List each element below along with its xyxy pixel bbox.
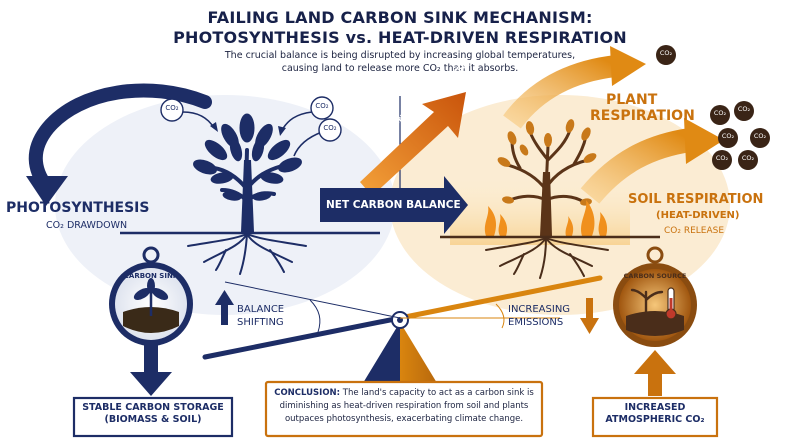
co2-label-right-1: CO₂: [659, 49, 673, 57]
co2-molecule-left-1: [160, 98, 184, 122]
sink-storage-arrowhead: [130, 372, 172, 396]
soil-respiration-arrow: [580, 128, 692, 204]
co2-label-right-7: CO₂: [741, 154, 755, 162]
co2-label-right-3: CO₂: [737, 105, 751, 113]
source-atmosphere-arrowhead: [634, 350, 676, 374]
photosynthesis-cycle-arrow: [28, 83, 212, 193]
increasing-emissions-label-2: EMISSIONS: [508, 317, 564, 328]
balance-up-arrowhead: [215, 290, 234, 305]
co2-label-left-3: CO₂: [323, 124, 337, 132]
co2-molecule-left-3: [318, 118, 342, 142]
carbon-sink-label: CARBON SINK: [123, 272, 179, 280]
emissions-down-arrow-shaft: [586, 298, 593, 320]
increasing-emissions-label-1: INCREASING: [508, 304, 571, 315]
co2-label-right-6: CO₂: [715, 154, 729, 162]
carbon-source-badge: [613, 246, 697, 347]
photosynthesis-cycle-arrowhead: [26, 176, 68, 206]
conclusion-line-3: outpaces photosynthesis, exacerbating cl…: [284, 414, 524, 424]
title-line-1: FAILING LAND CARBON SINK MECHANISM:: [207, 8, 593, 27]
balance-shifting-label-1: BALANCE: [237, 304, 285, 315]
source-atmosphere-arrow-shaft: [648, 372, 662, 396]
photosynthesis-heading: PHOTOSYNTHESIS: [6, 200, 150, 216]
conclusion-box: [264, 380, 544, 438]
conclusion-text-line-1: CONCLUSION: The land's capacity to act a…: [272, 388, 536, 398]
plant-respiration-arrow: [503, 55, 618, 129]
co2-drawdown-label: CO₂ DRAWDOWN: [46, 220, 128, 231]
co2-label-right-2: CO₂: [713, 109, 727, 117]
co2-release-label: CO₂ RELEASE: [664, 226, 725, 236]
balance-shifting-label-2: SHIFTING: [237, 317, 284, 328]
stable-storage-label: STABLE CARBON STORAGE (BIOMASS & SOIL): [76, 402, 230, 426]
emissions-down-arrowhead: [580, 318, 599, 334]
heat-flames-icon: [484, 200, 608, 236]
plant-respiration-heading-1: PLANT: [606, 92, 658, 108]
co2-label-left-1: CO₂: [165, 104, 179, 112]
co2-molecule-left-2: [310, 96, 334, 120]
healthy-tree-icon: [193, 113, 302, 234]
soil-respiration-arrowhead: [684, 118, 724, 164]
subtitle-line-2: causing land to release more CO₂ than it…: [281, 63, 519, 74]
plant-respiration-heading-2: RESPIRATION: [590, 108, 695, 124]
dying-leaves-icon: [497, 119, 597, 206]
sink-storage-arrow-shaft: [144, 345, 158, 375]
seesaw-balance: [202, 275, 603, 388]
dying-roots-icon: [485, 237, 609, 279]
balance-up-arrow-shaft: [221, 303, 228, 325]
soil-respiration-heading: SOIL RESPIRATION: [628, 192, 764, 207]
co2-label-left-2: CO₂: [315, 102, 329, 110]
co2-label-right-4: CO₂: [721, 132, 735, 140]
co2-inflow-arrow-low: [293, 131, 323, 157]
atmospheric-co2-label: INCREASED ATMOSPHERIC CO₂: [595, 402, 715, 426]
carbon-source-label: CARBON SOURCE: [623, 272, 687, 280]
conclusion-line-2: diminishing as heat-driven respiration f…: [279, 401, 529, 411]
subtitle-line-1: The crucial balance is being disrupted b…: [224, 50, 576, 61]
title-line-2: PHOTOSYNTHESIS vs. HEAT-DRIVEN RESPIRATI…: [173, 28, 627, 47]
plant-respiration-arrowhead: [610, 46, 646, 86]
co2-molecule-right-group: [656, 45, 770, 170]
co2-inflow-arrowhead-left: [210, 122, 218, 132]
atmospheric-co2-line-2: ATMOSPHERIC CO₂: [605, 413, 705, 425]
net-carbon-balance-arrow: [320, 176, 468, 234]
dying-tree-icon: [502, 128, 590, 238]
heat-driven-label: (HEAT-DRIVEN): [656, 210, 740, 221]
carbon-sink-badge: [109, 246, 193, 346]
net-carbon-balance-label: NET CARBON BALANCE: [326, 199, 461, 211]
left-glow: [55, 95, 395, 315]
co2-label-right-5: CO₂: [753, 132, 767, 140]
conclusion-line-1: The land's capacity to act as a carbon s…: [342, 388, 534, 398]
conclusion-label: CONCLUSION:: [274, 388, 341, 398]
atmospheric-co2-line-1: INCREASED: [624, 402, 686, 413]
healthy-roots-icon: [187, 233, 307, 275]
co2-inflow-arrowhead-right: [278, 126, 286, 136]
failing-sink-arrow: [360, 92, 466, 196]
